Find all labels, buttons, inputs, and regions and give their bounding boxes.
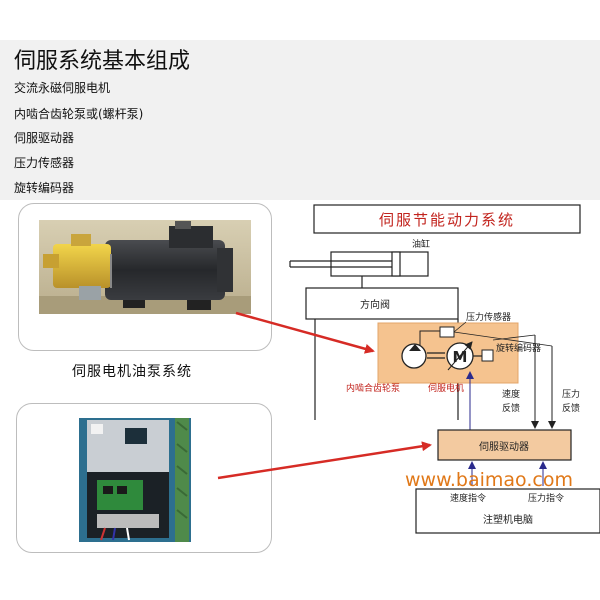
diagram-title-box [313,204,581,234]
component-item-pump: 内啮合齿轮泵或(螺杆泵) [14,107,144,121]
pump-photo-caption: 伺服电机油泵系统 [72,364,192,380]
pressure-feedback-label-2: 反馈 [562,402,580,414]
servo-driver-box [437,429,572,461]
motor-label: 伺服电机 [428,382,464,394]
speed-feedback-label-1: 速度 [502,388,520,400]
cylinder-body [330,251,429,277]
servo-driver-label: 伺服驱动器 [479,440,529,453]
pressure-sensor-label: 压力传感器 [466,311,511,323]
encoder-box [481,349,494,362]
watermark: www.baimao.com [405,469,573,491]
speed-feedback-label-2: 反馈 [502,402,520,414]
pressure-command-label: 压力指令 [528,492,564,504]
direction-valve [305,287,459,320]
component-item-encoder: 旋转编码器 [14,181,75,195]
speed-feedback-link [492,334,536,341]
controller-box [415,488,600,534]
component-item-sensor: 压力传感器 [14,156,75,170]
motor-letter: M [453,348,468,366]
component-item-motor: 交流永磁伺服电机 [14,81,111,95]
pump-photo-card [18,203,272,351]
driver-photo-card [16,403,272,553]
pressure-feedback-label-1: 压力 [562,388,580,400]
page-title: 伺服系统基本组成 [14,49,191,74]
cylinder-label: 油缸 [412,238,430,250]
pressure-sensor-pipe [419,330,440,346]
pressure-sensor-leader [453,321,467,333]
motor-diagonal-arrow [447,341,473,371]
arrow-photo-to-driver [217,441,432,480]
pressure-sensor-box [439,326,455,338]
arrow-photo-to-pump [235,311,375,354]
cylinder-piston [391,251,401,277]
encoder-label: 旋转编码器 [496,342,541,354]
diagram-title: 伺服节能动力系统 [379,211,515,229]
controller-label: 注塑机电脑 [483,513,533,526]
servo-motor-pump-photo [39,220,251,314]
speed-command-label: 速度指令 [450,492,486,504]
header-band [0,40,600,200]
servo-driver-photo [79,418,191,542]
direction-valve-label: 方向阀 [360,298,390,311]
pump-arrow-icon [409,344,421,351]
pump-label: 内啮合齿轮泵 [346,382,400,394]
component-item-driver: 伺服驱动器 [14,131,75,145]
